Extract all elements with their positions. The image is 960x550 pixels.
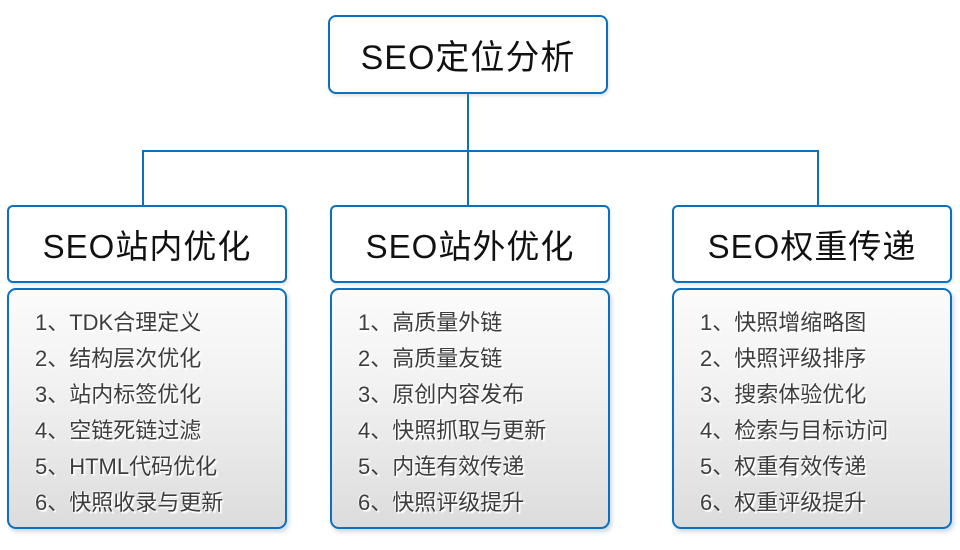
list-item: 5、内连有效传递 — [358, 454, 525, 479]
list-item: 2、结构层次优化 — [35, 346, 202, 371]
connector-middle-branch — [467, 150, 469, 206]
root-node-seo-positioning-analysis: SEO定位分析 — [328, 15, 608, 94]
list-item: 1、高质量外链 — [358, 310, 503, 335]
column-header-onsite: SEO站内优化 — [7, 205, 287, 283]
list-item: 2、快照评级排序 — [700, 346, 867, 371]
connector-horizontal-rail — [142, 150, 819, 152]
list-item: 6、权重评级提升 — [700, 490, 867, 515]
list-item: 3、原创内容发布 — [358, 382, 525, 407]
list-item: 5、HTML代码优化 — [35, 454, 218, 479]
list-item: 3、站内标签优化 — [35, 382, 202, 407]
list-item: 4、空链死链过滤 — [35, 418, 202, 443]
connector-root-down — [467, 94, 469, 151]
list-item: 5、权重有效传递 — [700, 454, 867, 479]
column-list-offsite: 1、高质量外链 2、高质量友链 3、原创内容发布 4、快照抓取与更新 5、内连有… — [330, 288, 610, 529]
list-item: 6、快照收录与更新 — [35, 490, 224, 515]
list-item: 1、TDK合理定义 — [35, 310, 202, 335]
list-item: 1、快照增缩略图 — [700, 310, 867, 335]
column-list-onsite: 1、TDK合理定义 2、结构层次优化 3、站内标签优化 4、空链死链过滤 5、H… — [7, 288, 287, 529]
list-item: 4、检索与目标访问 — [700, 418, 889, 443]
list-item: 2、高质量友链 — [358, 346, 503, 371]
list-item: 4、快照抓取与更新 — [358, 418, 547, 443]
list-item: 6、快照评级提升 — [358, 490, 525, 515]
list-item: 3、搜索体验优化 — [700, 382, 867, 407]
column-header-offsite: SEO站外优化 — [330, 205, 610, 283]
connector-left-branch — [142, 150, 144, 206]
column-list-weight-transfer: 1、快照增缩略图 2、快照评级排序 3、搜索体验优化 4、检索与目标访问 5、权… — [672, 288, 952, 529]
connector-right-branch — [817, 150, 819, 206]
column-header-weight-transfer: SEO权重传递 — [672, 205, 952, 283]
